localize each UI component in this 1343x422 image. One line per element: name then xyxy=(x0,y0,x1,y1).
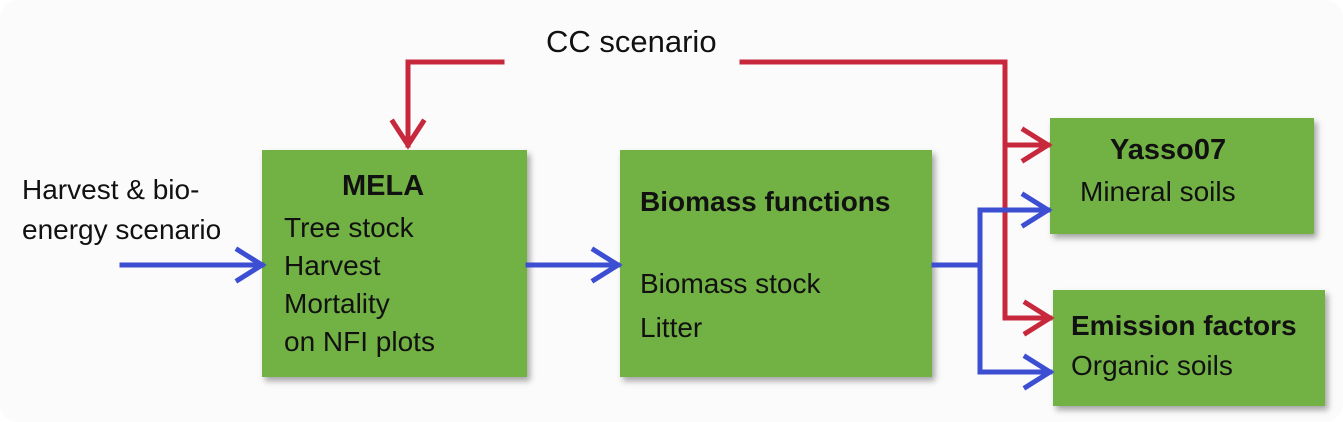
cc-to-yasso07-arrowhead xyxy=(1020,126,1053,164)
cc-to-yasso07-arrow xyxy=(739,59,1051,148)
mela-line-tree-stock: Tree stock xyxy=(284,212,414,243)
harvest-scenario-label-line1: Harvest & bio- xyxy=(22,174,200,205)
yasso07-box: Yasso07 Mineral soils xyxy=(1050,118,1314,234)
biomass-to-emission-arrowhead xyxy=(1022,353,1055,391)
cc-to-emission-arrowhead xyxy=(1022,299,1055,337)
harvest-to-mela-arrowhead xyxy=(234,246,267,284)
biomass-line-litter: Litter xyxy=(640,312,703,343)
yasso07-title: Yasso07 xyxy=(1110,134,1227,166)
biomass-to-emission-arrow xyxy=(977,262,1053,375)
harvest-scenario-label-line2: energy scenario xyxy=(22,214,222,245)
emission-factors-title: Emission factors xyxy=(1071,310,1297,341)
mela-to-biomass-arrowhead xyxy=(590,246,623,284)
cc-to-mela-arrowhead xyxy=(389,118,427,150)
biomass-to-yasso07-arrowhead xyxy=(1020,191,1053,229)
mela-box: MELA Tree stock Harvest Mortality on NFI… xyxy=(262,150,527,377)
mela-line-nfi-plots: on NFI plots xyxy=(284,326,435,357)
biomass-title: Biomass functions xyxy=(640,186,891,217)
cc-to-emission-arrow xyxy=(1002,142,1053,321)
biomass-line-stock: Biomass stock xyxy=(640,268,821,299)
mela-line-mortality: Mortality xyxy=(284,288,390,319)
cc-to-mela-arrow xyxy=(405,59,505,148)
emission-organic-soils: Organic soils xyxy=(1071,350,1233,381)
emission-factors-box: Emission factors Organic soils xyxy=(1053,290,1325,406)
yasso07-mineral-soils: Mineral soils xyxy=(1080,176,1236,207)
biomass-functions-box: Biomass functions Biomass stock Litter xyxy=(620,150,932,377)
mela-line-harvest: Harvest xyxy=(284,250,381,281)
biomass-to-yasso07-arrow xyxy=(977,207,1051,268)
mela-title: MELA xyxy=(342,170,425,202)
cc-scenario-label: CC scenario xyxy=(546,24,717,59)
